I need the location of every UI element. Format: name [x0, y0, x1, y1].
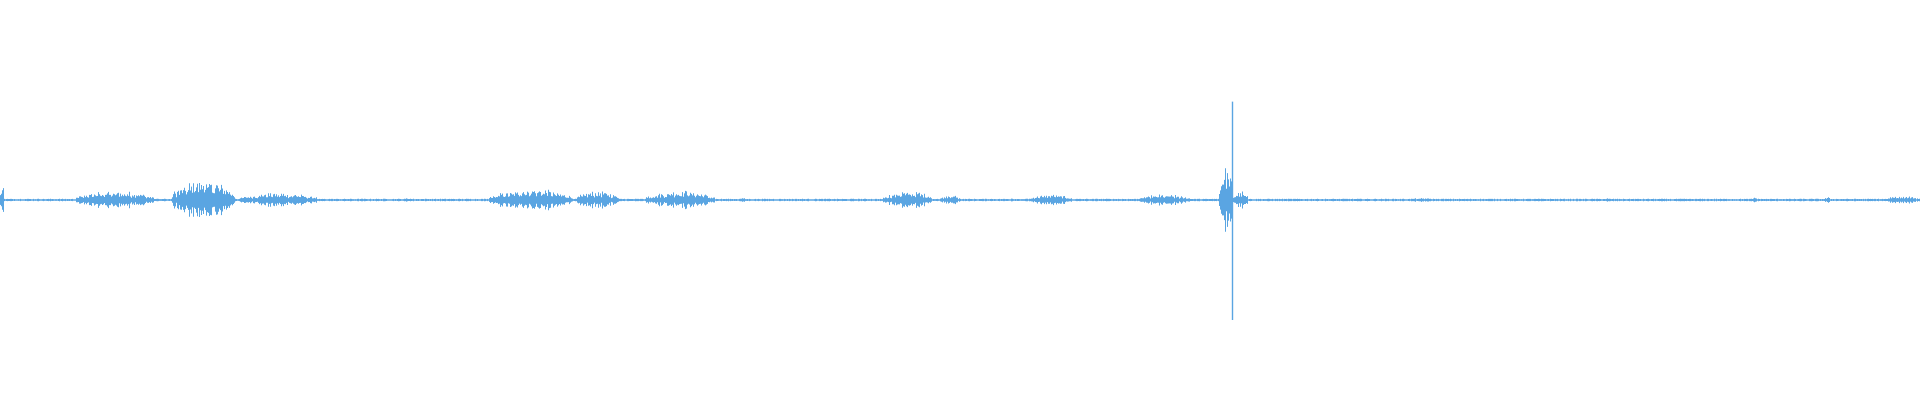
- waveform-samples: [0, 101, 1920, 320]
- waveform-amplitude-trace: [0, 168, 1920, 232]
